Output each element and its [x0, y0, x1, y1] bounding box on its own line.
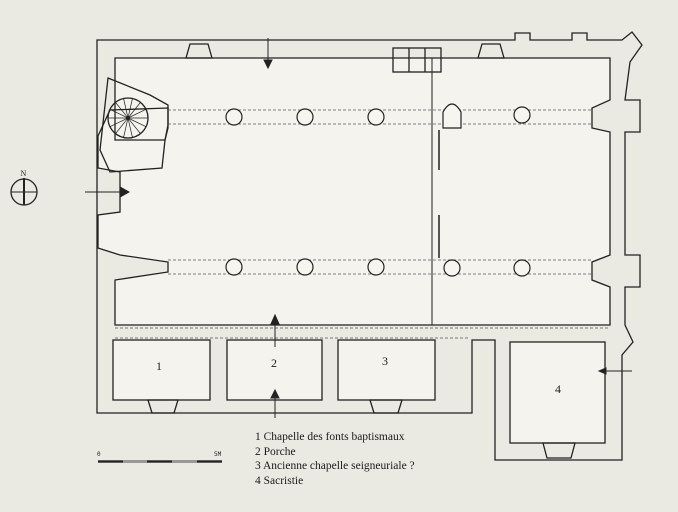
nave: [97, 57, 611, 326]
north-arrow-icon: N: [10, 169, 38, 206]
column: [225, 258, 243, 276]
legend-item: 4 Sacristie: [255, 474, 304, 487]
scale-start-label: 0: [97, 451, 101, 458]
north-door-frame: [392, 47, 442, 73]
stair-tread: [127, 117, 133, 138]
window: [477, 43, 505, 59]
room-4-label: 4: [555, 382, 561, 396]
arrow-up-icon: [270, 388, 280, 399]
arrow-up-icon: [270, 313, 280, 325]
room-1: [112, 339, 211, 401]
outer-wall: [96, 31, 643, 461]
room-3: [337, 339, 436, 401]
scale-end-label: 5M: [214, 451, 222, 458]
legend-item: 3 Ancienne chapelle seigneuriale ?: [255, 460, 415, 472]
stair-tread: [115, 117, 129, 134]
stair-tread: [127, 98, 133, 119]
legend-item: 1 Chapelle des fonts baptismaux: [255, 431, 405, 443]
scale-bar: 0 5M: [97, 451, 222, 463]
stair-tread: [123, 98, 129, 119]
stair-tread: [109, 109, 129, 119]
column: [367, 108, 385, 126]
room-2-label: 2: [271, 356, 277, 370]
stair-tread: [123, 117, 129, 138]
stair-tread: [127, 117, 147, 127]
arrow-left-icon: [597, 367, 607, 375]
arrow-right-icon: [119, 186, 131, 198]
column: [442, 103, 462, 129]
spiral-staircase: [107, 97, 149, 139]
stair-tread: [127, 117, 141, 134]
columns: [225, 103, 531, 277]
column: [513, 106, 531, 124]
stair-tread: [127, 102, 141, 119]
entrance-arrows: [85, 38, 632, 418]
column: [367, 258, 385, 276]
window: [185, 43, 213, 59]
room-3-label: 3: [382, 354, 388, 368]
column: [513, 259, 531, 277]
stair-tread: [115, 102, 129, 119]
compass-north-label: N: [21, 169, 27, 178]
legend-item: 2 Porche: [255, 445, 296, 458]
legend: 1 Chapelle des fonts baptismaux 2 Porche…: [255, 430, 415, 488]
room-1-label: 1: [156, 359, 162, 373]
column: [225, 108, 243, 126]
column: [296, 108, 314, 126]
stair-tower: [99, 77, 169, 173]
arrow-down-icon: [263, 59, 273, 70]
column: [443, 259, 461, 277]
room-4: [509, 341, 606, 444]
stair-tread: [127, 109, 147, 119]
stair-tread: [109, 117, 129, 127]
column: [296, 258, 314, 276]
